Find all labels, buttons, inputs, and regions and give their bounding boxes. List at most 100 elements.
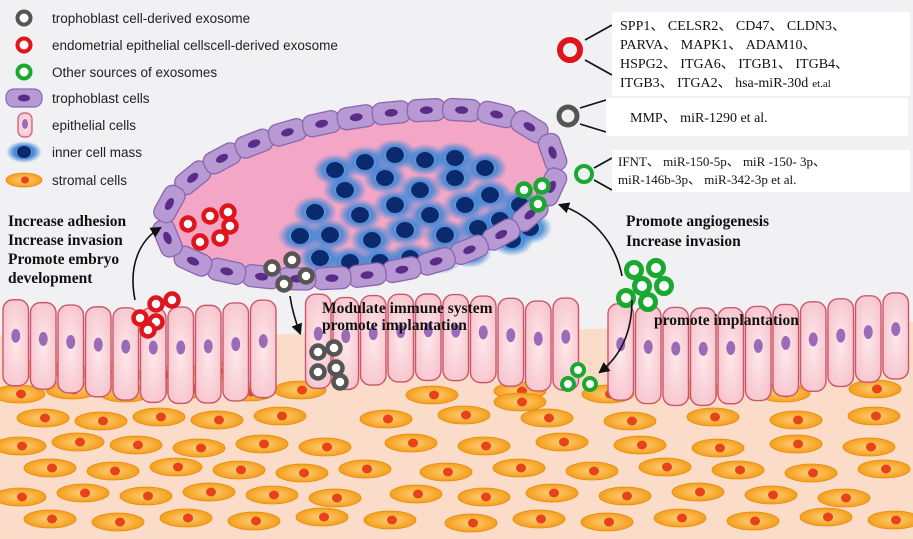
epithelial-cell	[304, 293, 332, 389]
stromal-cell	[23, 509, 77, 529]
exosome	[632, 276, 652, 296]
stromal-cell-nucleus	[637, 440, 647, 450]
arrow-trophoblast-to-epithelium	[289, 295, 303, 336]
exosome	[283, 251, 301, 269]
epi-cargo-line-4-main: ITGB3、 ITGA2、 hsa-miR-30d	[620, 76, 808, 91]
stromal-cell	[149, 457, 203, 477]
stromal-cell	[493, 392, 547, 412]
epithelial-layer	[2, 292, 910, 407]
icm-cell-nucleus	[421, 207, 439, 223]
stromal-cell	[857, 459, 911, 479]
epithelial-cargo-text: SPP1、 CELSR2、 CD47、 CLDN3、 PARVA、 MAPK1、…	[620, 19, 849, 91]
stromal-cell-nucleus	[768, 490, 778, 500]
icm-cell-nucleus	[321, 227, 339, 243]
icm-cell-nucleus	[469, 220, 487, 236]
epithelial-cell	[524, 300, 552, 392]
exosome	[275, 275, 293, 293]
icm-cell-nucleus	[436, 227, 454, 243]
icm-cell-nucleus	[351, 207, 369, 223]
trophoblast-cell	[153, 184, 186, 224]
stromal-cell-nucleus	[80, 488, 90, 498]
stromal-cells-layer	[0, 359, 913, 533]
epithelial-cell-nucleus	[506, 328, 516, 343]
stromal-cell-nucleus	[47, 514, 57, 524]
epithelial-cell	[2, 299, 30, 387]
stromal-cell	[298, 437, 352, 457]
trophoblast-cell	[476, 100, 517, 129]
trophoblast-cell-nucleus	[524, 209, 536, 220]
stromal-cell	[384, 433, 438, 453]
stromal-cell-nucleus	[387, 515, 397, 525]
stromal-cell	[848, 379, 902, 399]
stromal-cell-nucleus	[156, 412, 166, 422]
epithelial-cell	[414, 293, 442, 382]
trophoblast-cell	[537, 132, 568, 173]
stromal-cell-nucleus	[40, 413, 50, 423]
implant-effect: promote implantation	[654, 312, 799, 329]
stromal-cell-nucleus	[429, 390, 439, 400]
exosome	[147, 295, 165, 313]
left-effect-4: development	[8, 270, 93, 287]
trophoblast-cell	[371, 100, 412, 126]
stromal-cell	[245, 485, 299, 505]
stromal-cell-nucleus	[17, 492, 27, 502]
trophoblast-cell	[234, 128, 274, 159]
trophoblast-exosome-cargo-box	[606, 98, 908, 136]
legend-item: trophoblast cell-derived exosome	[15, 9, 250, 27]
stromal-cell-nucleus	[17, 441, 27, 451]
epi-cargo-line-3: HSPG2、 ITGA6、 ITGB1、 ITGB4、	[620, 57, 849, 72]
legend-ring-icon	[15, 63, 33, 81]
trophoblast-cell	[206, 257, 247, 286]
stromal-cell-nucleus	[544, 413, 554, 423]
exosome	[179, 215, 197, 233]
stromal-cell-nucleus	[793, 439, 803, 449]
exosome	[131, 309, 149, 327]
stromal-cell	[686, 407, 740, 427]
trophoblast-cell	[347, 262, 387, 288]
trophoblast-cell	[267, 118, 308, 147]
stromal-cell	[363, 510, 417, 530]
stromal-cell-nucleus	[808, 468, 818, 478]
legend-ring-icon	[15, 36, 33, 54]
trophoblast-cell-nucleus	[216, 153, 229, 163]
grey-exosome-cluster-epithelium	[309, 339, 349, 391]
epithelial-cell-nucleus	[148, 340, 158, 355]
stromal-cell-nucleus	[841, 493, 851, 503]
epithelial-cell	[194, 304, 222, 404]
stromal-cell	[580, 512, 634, 532]
trophoblast-cell-nucleus	[419, 106, 433, 114]
stromal-cell	[308, 488, 362, 508]
epithelial-cell	[717, 306, 745, 405]
stromal-cell	[613, 435, 667, 455]
stromal-cell	[275, 463, 329, 483]
stromal-cell	[0, 384, 46, 404]
stromal-cell	[109, 435, 163, 455]
epithelial-cell	[772, 303, 800, 397]
trophoblast-ring	[152, 97, 568, 291]
icm-cell-nucleus	[476, 160, 494, 176]
trophoblast-cell-nucleus	[455, 106, 469, 114]
stromal-cell	[444, 513, 498, 533]
stromal-cell	[437, 405, 491, 425]
stromal-cell	[0, 436, 47, 456]
stromal-cell-nucleus	[16, 389, 26, 399]
epithelial-cell-nucleus	[643, 339, 653, 354]
epithelial-cell-nucleus	[93, 337, 103, 352]
stromal-cell	[56, 483, 110, 503]
exosome	[309, 343, 327, 361]
epithelial-cell-body	[717, 306, 745, 405]
stromal-cell-nucleus	[214, 415, 224, 425]
arrow-to-blastocyst-right	[557, 202, 623, 277]
exosome	[638, 292, 658, 312]
stromal-cell-nucleus	[549, 488, 559, 498]
stromal-cell-nucleus	[710, 412, 720, 422]
epithelial-cell-body	[359, 294, 387, 386]
epithelial-cell-nucleus	[396, 324, 406, 339]
epithelial-cell-body	[827, 298, 855, 388]
stromal-cell-nucleus	[516, 463, 526, 473]
icm-cell-nucleus	[446, 170, 464, 186]
stromal-cell	[389, 484, 443, 504]
epithelial-cell	[167, 306, 195, 405]
exosome	[139, 321, 157, 339]
connector-red-1	[584, 24, 613, 41]
